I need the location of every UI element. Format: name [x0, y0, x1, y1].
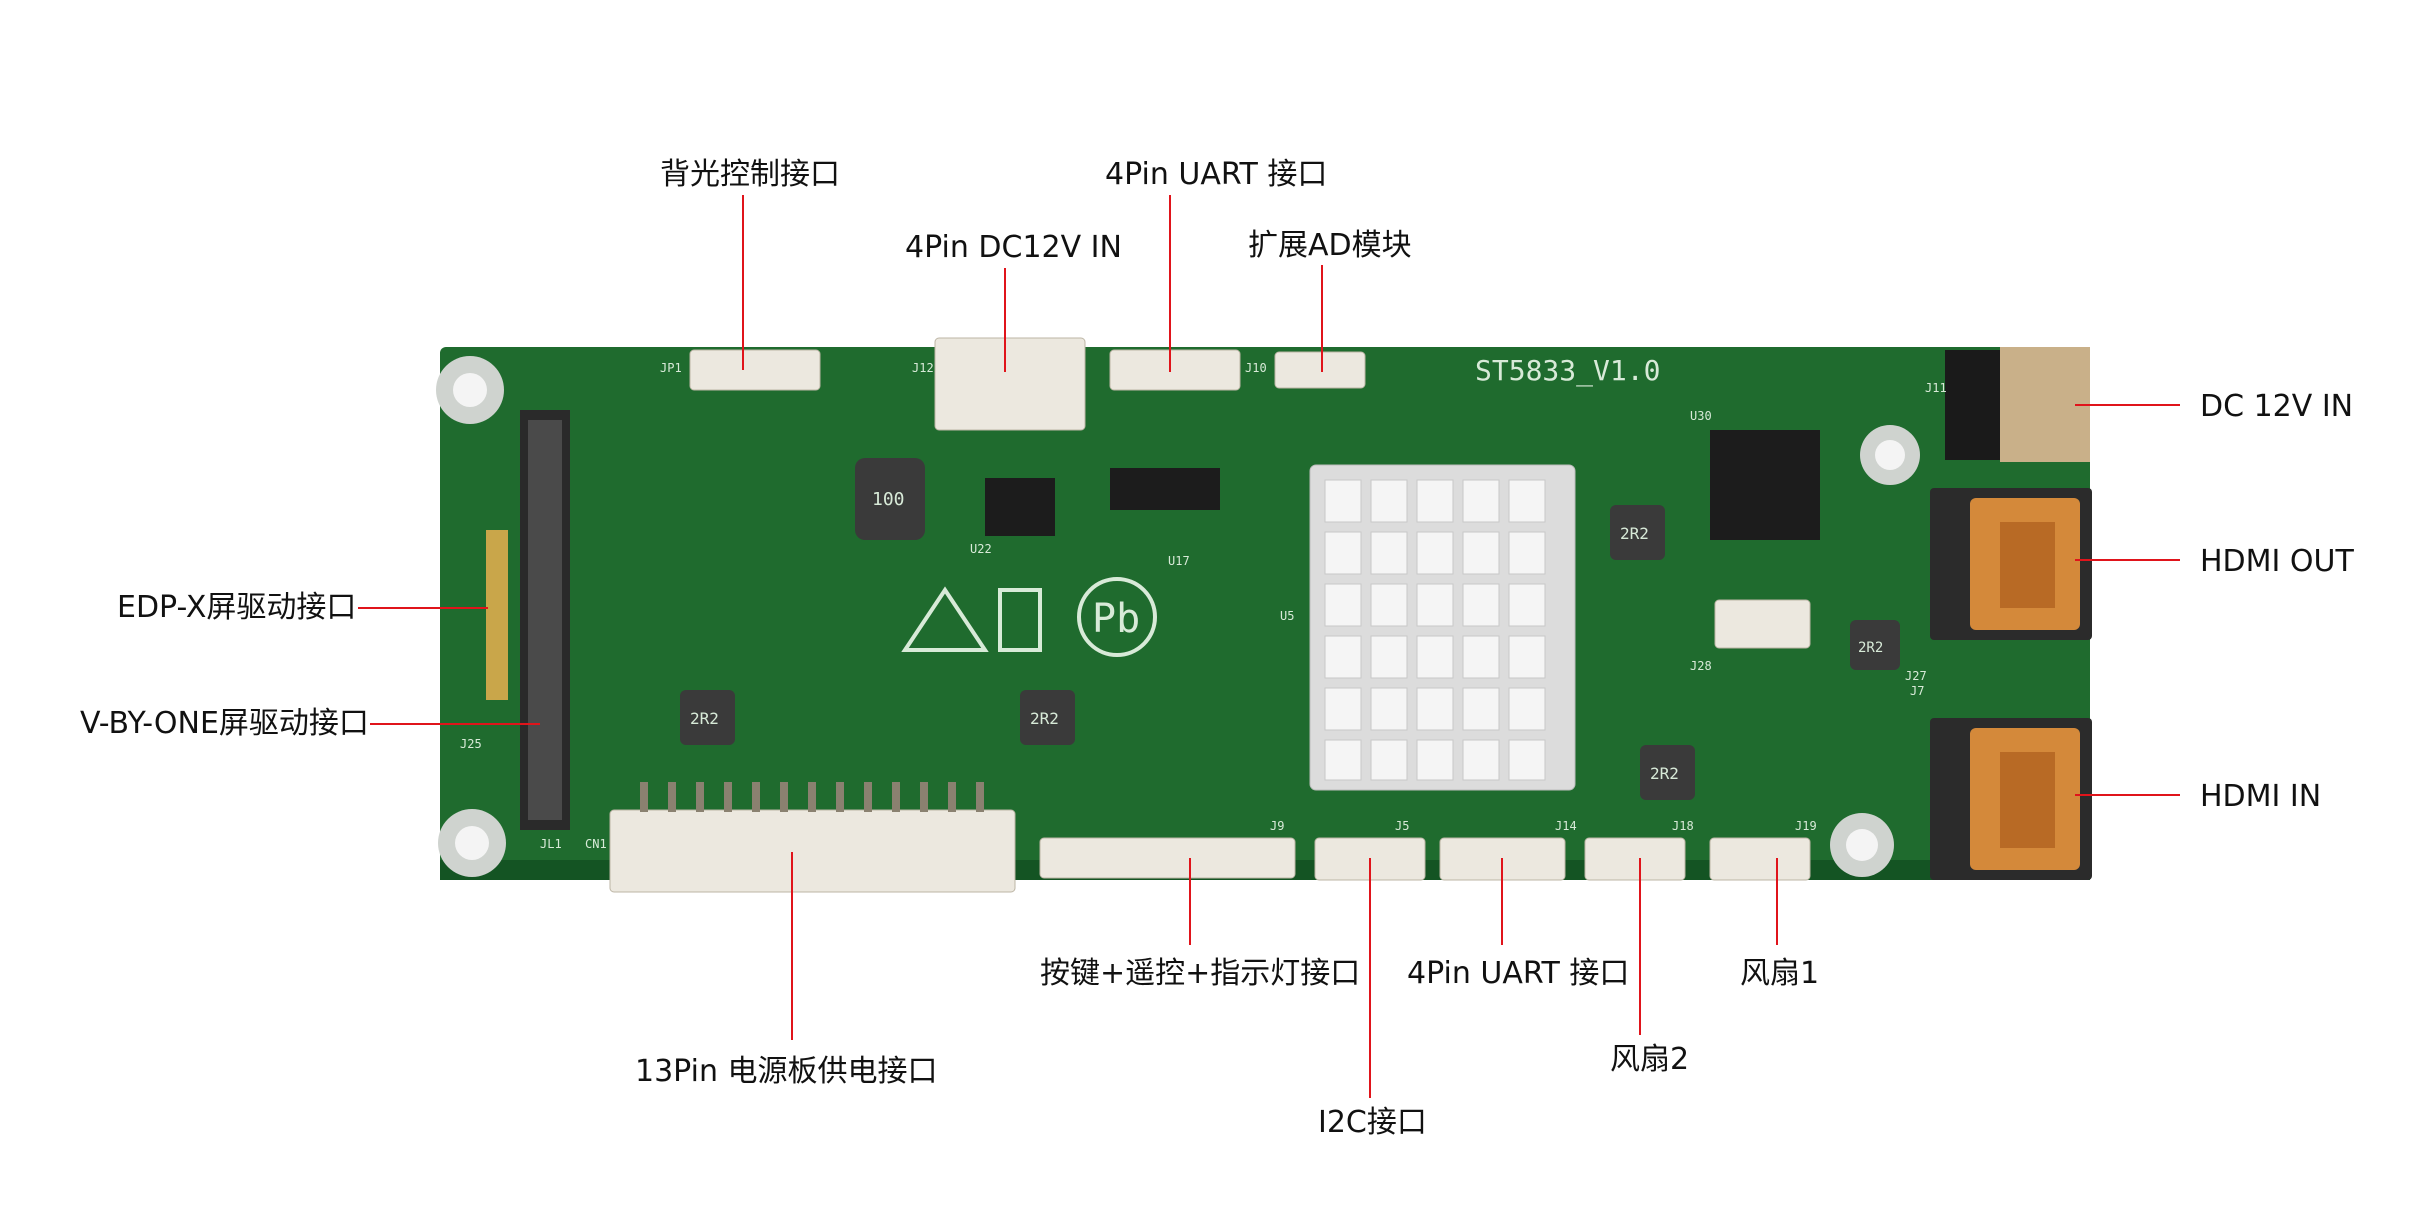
pcb-board: [440, 347, 2090, 880]
label-edp-x: EDP-X屏驱动接口: [117, 590, 357, 625]
silk-inductor-2r2-bottom: 2R2: [1650, 764, 1679, 783]
power-13pin-connector: [609, 809, 1016, 893]
label-fan2: 风扇2: [1610, 1042, 1690, 1077]
power-13pin-pins: [640, 782, 984, 812]
leader-lines: [358, 195, 2180, 1098]
label-dc12v-4pin: 4Pin DC12V IN: [905, 230, 1122, 265]
silk-j25: J25: [460, 737, 482, 751]
keys-ir-led-connector: [1039, 837, 1296, 879]
label-power-13pin: 13Pin 电源板供电接口: [635, 1054, 938, 1089]
silk-j9: J9: [1270, 819, 1284, 833]
label-hdmi-in: HDMI IN: [2200, 779, 2322, 814]
fpc-connector-inner: [528, 420, 562, 820]
mounting-hole-right-bottom: [1830, 813, 1894, 877]
silk-j14: J14: [1555, 819, 1577, 833]
inductor-top: [855, 458, 925, 540]
silk-pb: Pb: [1092, 596, 1140, 642]
inductor-2r2-hdmi: [1850, 620, 1900, 670]
silk-inductor-2r2-hdmi: 2R2: [1858, 640, 1883, 656]
inductor-2r2-right: [1610, 505, 1665, 560]
silk-inductor-2r2-mid: 2R2: [1030, 709, 1059, 728]
silk-j5: J5: [1395, 819, 1409, 833]
ic-u17: [1110, 468, 1220, 510]
fan1-connector: [1709, 837, 1811, 881]
silk-j28: J28: [1690, 659, 1712, 673]
silk-u22: U22: [970, 542, 992, 556]
silk-u17: U17: [1168, 554, 1190, 568]
hdmi-out-port: [1930, 488, 2092, 640]
fan2-connector: [1584, 837, 1686, 881]
uart-top-connector: [1109, 349, 1241, 391]
silk-j10: J10: [1245, 361, 1267, 375]
label-backlight-control: 背光控制接口: [660, 157, 840, 192]
silk-inductor-100: 100: [872, 489, 905, 510]
ad-module-connector: [1274, 351, 1366, 389]
label-dc12v-in: DC 12V IN: [2200, 389, 2354, 424]
silk-j7: J7: [1910, 684, 1924, 698]
label-uart-top: 4Pin UART 接口: [1105, 157, 1328, 192]
label-fan1: 风扇1: [1740, 956, 1820, 991]
mounting-hole-right-top: [1860, 425, 1920, 485]
dc12v-4pin-connector: [934, 337, 1086, 431]
mounting-hole-top-left: [436, 356, 504, 424]
label-vbyone: V-BY-ONE屏驱动接口: [80, 706, 369, 741]
pb-lead-free-mark: [1077, 577, 1157, 657]
esd-warning-mark: [901, 586, 989, 652]
inductor-2r2-bottom: [1640, 745, 1695, 800]
silk-j19: J19: [1795, 819, 1817, 833]
heatsink-fins: [1324, 479, 1546, 781]
silk-u5: U5: [1280, 609, 1294, 623]
ic-u22: [985, 478, 1055, 536]
silk-jl1: JL1: [540, 837, 562, 851]
silk-inductor-2r2-right: 2R2: [1620, 524, 1649, 543]
hdmi-in-port: [1930, 718, 2092, 880]
inductor-2r2-left: [680, 690, 735, 745]
silk-u30: U30: [1690, 409, 1712, 423]
silk-j12: J12: [912, 361, 934, 375]
silk-cn1: CN1: [585, 837, 607, 851]
label-hdmi-out: HDMI OUT: [2200, 544, 2354, 579]
silk-j27: J27: [1905, 669, 1927, 683]
connector-j28: [1714, 599, 1811, 649]
silk-inductor-2r2-left: 2R2: [690, 709, 719, 728]
silk-jp1: JP1: [660, 361, 682, 375]
label-uart-bottom: 4Pin UART 接口: [1407, 956, 1630, 991]
label-i2c: I2C接口: [1318, 1105, 1427, 1140]
label-ad-module: 扩展AD模块: [1248, 228, 1412, 263]
silk-j18: J18: [1672, 819, 1694, 833]
silk-j11: J11: [1925, 381, 1947, 395]
label-keys-ir-led: 按键+遥控+指示灯接口: [1040, 956, 1361, 991]
weee-bin-mark: [998, 588, 1042, 652]
inductor-2r2-mid: [1020, 690, 1075, 745]
board-model-label: ST5833_V1.0: [1475, 354, 1660, 388]
main-ic-u30: [1710, 430, 1820, 540]
backlight-connector: [689, 349, 821, 391]
mounting-hole-bottom-left: [438, 809, 506, 877]
fpc-pin-strip: [486, 530, 508, 700]
